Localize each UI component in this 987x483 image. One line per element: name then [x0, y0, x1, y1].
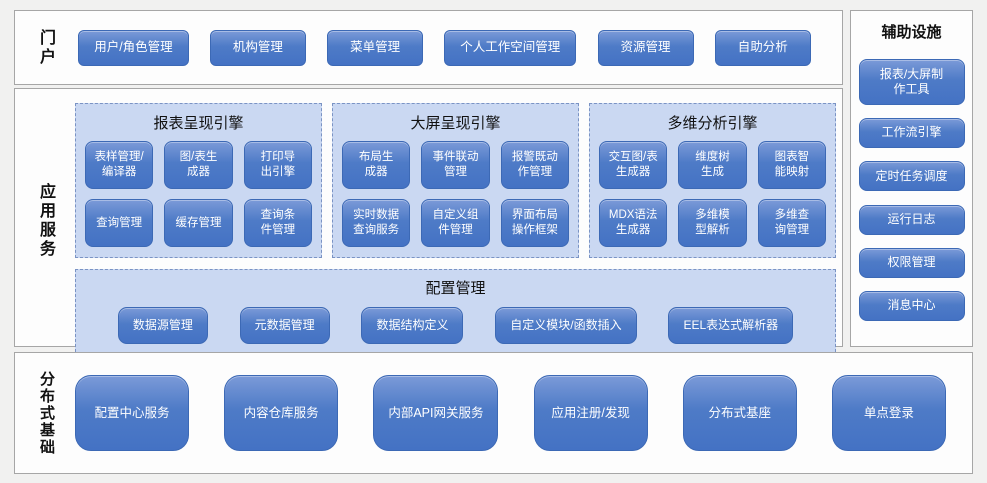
button-multidim-model-parsing[interactable]: 多维模 型解析 [678, 199, 747, 247]
button-workflow-engine[interactable]: 工作流引擎 [858, 118, 965, 149]
portal-button-org-mgmt[interactable]: 机构管理 [209, 29, 306, 66]
bigscreen-engine-grid: 布局生 成器 事件联动 管理 报警既动 作管理 实时数据 查询服务 自定义组 件… [342, 141, 569, 247]
button-scheduled-task-scheduler[interactable]: 定时任务调度 [858, 161, 965, 192]
button-ui-layout-framework[interactable]: 界面布局 操作框架 [500, 199, 569, 247]
button-event-linkage-mgmt[interactable]: 事件联动 管理 [421, 141, 490, 189]
multidim-engine-grid: 交互图/表 生成器 维度树 生成 图表智 能映射 MDX语法 生成器 多维模 型… [599, 141, 826, 247]
distributed-foundation-section: 分布式基础 配置中心服务 内容仓库服务 内部API网关服务 应用注册/发现 分布… [14, 352, 973, 474]
config-buttons-row: 数据源管理 元数据管理 数据结构定义 自定义模块/函数插入 EEL表达式解析器 [86, 307, 825, 344]
button-alarm-action-mgmt[interactable]: 报警既动 作管理 [500, 141, 569, 189]
button-single-sign-on[interactable]: 单点登录 [831, 375, 946, 451]
report-presentation-engine-box: 报表呈现引擎 表样管理/ 编译器 图/表生 成器 打印导 出引擎 查询管理 缓存… [75, 103, 322, 258]
portal-button-menu-mgmt[interactable]: 菜单管理 [327, 29, 424, 66]
button-chart-smart-mapping[interactable]: 图表智 能映射 [757, 141, 826, 189]
config-mgmt-title: 配置管理 [425, 280, 486, 297]
button-config-center-service[interactable]: 配置中心服务 [75, 375, 189, 451]
button-content-repo-service[interactable]: 内容仓库服务 [224, 375, 339, 451]
multidim-analysis-engine-title: 多维分析引擎 [667, 115, 758, 132]
button-distributed-base[interactable]: 分布式基座 [682, 375, 797, 451]
portal-button-personal-workspace-mgmt[interactable]: 个人工作空间管理 [444, 29, 577, 66]
auxiliary-buttons-column: 报表/大屏制 作工具 工作流引擎 定时任务调度 运行日志 权限管理 消息中心 [858, 46, 965, 334]
button-query-mgmt[interactable]: 查询管理 [85, 199, 154, 247]
button-multidim-query-mgmt[interactable]: 多维查 询管理 [757, 199, 826, 247]
button-permission-mgmt[interactable]: 权限管理 [858, 247, 965, 278]
portal-section: 门户 用户/角色管理 机构管理 菜单管理 个人工作空间管理 资源管理 自助分析 [14, 10, 843, 85]
portal-button-resource-mgmt[interactable]: 资源管理 [597, 29, 694, 66]
portal-button-self-service-analysis[interactable]: 自助分析 [714, 29, 811, 66]
distributed-foundation-label: 分布式基础 [38, 370, 55, 456]
button-chart-table-generator[interactable]: 图/表生 成器 [164, 141, 233, 189]
button-layout-generator[interactable]: 布局生 成器 [342, 141, 411, 189]
application-services-content: 报表呈现引擎 表样管理/ 编译器 图/表生 成器 打印导 出引擎 查询管理 缓存… [75, 103, 836, 357]
application-services-label: 应用服务 [37, 183, 54, 259]
distributed-buttons-row: 配置中心服务 内容仓库服务 内部API网关服务 应用注册/发现 分布式基座 单点… [75, 375, 946, 451]
button-report-screen-authoring-tool[interactable]: 报表/大屏制 作工具 [858, 59, 965, 106]
report-engine-grid: 表样管理/ 编译器 图/表生 成器 打印导 出引擎 查询管理 缓存管理 查询条 … [85, 141, 312, 247]
auxiliary-facilities-section: 辅助设施 报表/大屏制 作工具 工作流引擎 定时任务调度 运行日志 权限管理 消… [850, 10, 973, 347]
button-data-structure-definition[interactable]: 数据结构定义 [361, 307, 464, 344]
multidim-analysis-engine-box: 多维分析引擎 交互图/表 生成器 维度树 生成 图表智 能映射 MDX语法 生成… [589, 103, 836, 258]
button-message-center[interactable]: 消息中心 [858, 290, 965, 321]
button-run-logs[interactable]: 运行日志 [858, 204, 965, 235]
button-custom-module-function-insert[interactable]: 自定义模块/函数插入 [495, 307, 637, 344]
button-print-export-engine[interactable]: 打印导 出引擎 [243, 141, 312, 189]
button-interactive-chart-generator[interactable]: 交互图/表 生成器 [599, 141, 668, 189]
button-internal-api-gateway-service[interactable]: 内部API网关服务 [373, 375, 499, 451]
bigscreen-presentation-engine-title: 大屏呈现引擎 [410, 115, 501, 132]
portal-buttons-row: 用户/角色管理 机构管理 菜单管理 个人工作空间管理 资源管理 自助分析 [57, 29, 832, 66]
auxiliary-facilities-title: 辅助设施 [881, 24, 942, 41]
engines-row: 报表呈现引擎 表样管理/ 编译器 图/表生 成器 打印导 出引擎 查询管理 缓存… [75, 103, 836, 258]
button-mdx-syntax-generator[interactable]: MDX语法 生成器 [599, 199, 668, 247]
config-mgmt-box: 配置管理 数据源管理 元数据管理 数据结构定义 自定义模块/函数插入 EEL表达… [75, 269, 836, 357]
button-datasource-mgmt[interactable]: 数据源管理 [117, 307, 208, 344]
portal-section-label: 门户 [37, 28, 54, 67]
bigscreen-presentation-engine-box: 大屏呈现引擎 布局生 成器 事件联动 管理 报警既动 作管理 实时数据 查询服务… [332, 103, 579, 258]
button-dimension-tree-generation[interactable]: 维度树 生成 [678, 141, 747, 189]
button-metadata-mgmt[interactable]: 元数据管理 [239, 307, 330, 344]
button-realtime-data-query-service[interactable]: 实时数据 查询服务 [342, 199, 411, 247]
button-query-condition-mgmt[interactable]: 查询条 件管理 [243, 199, 312, 247]
report-presentation-engine-title: 报表呈现引擎 [153, 115, 244, 132]
application-services-section: 应用服务 报表呈现引擎 表样管理/ 编译器 图/表生 成器 打印导 出引擎 查询… [14, 88, 843, 357]
button-cache-mgmt[interactable]: 缓存管理 [164, 199, 233, 247]
button-eel-expression-parser[interactable]: EEL表达式解析器 [668, 307, 794, 344]
button-app-register-discovery[interactable]: 应用注册/发现 [533, 375, 648, 451]
portal-button-user-role-mgmt[interactable]: 用户/角色管理 [78, 29, 189, 66]
button-custom-component-mgmt[interactable]: 自定义组 件管理 [421, 199, 490, 247]
button-template-mgmt-compiler[interactable]: 表样管理/ 编译器 [85, 141, 154, 189]
